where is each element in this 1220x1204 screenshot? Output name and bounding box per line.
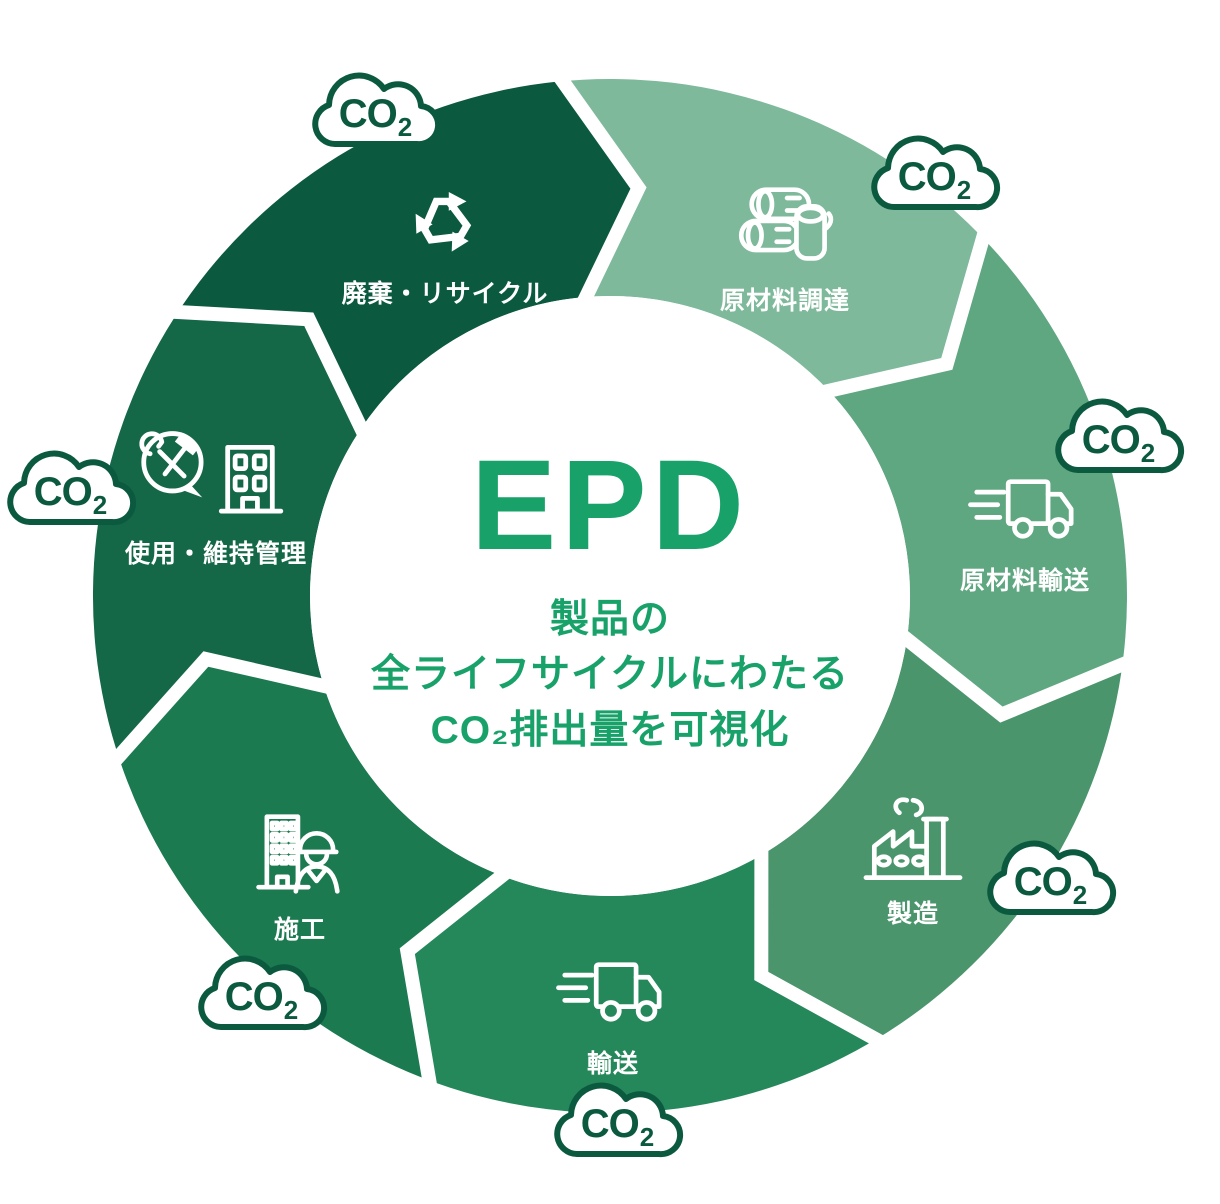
co2-cloud-label: CO 2 <box>193 949 329 1041</box>
co2-subscript: 2 <box>1140 437 1156 468</box>
co2-subscript: 2 <box>283 994 299 1025</box>
tagline-line-3: CO₂排出量を可視化 <box>430 708 790 752</box>
truck-icon <box>556 962 662 1022</box>
cloud-icon <box>871 135 1001 211</box>
recycle-icon <box>395 192 495 266</box>
co2-text: CO <box>33 469 93 514</box>
co2-subscript: 2 <box>639 1121 655 1152</box>
co2-cloud-label: CO 2 <box>307 66 443 158</box>
tagline-line-1: 製品の <box>549 597 670 641</box>
cloud-icon <box>312 72 442 148</box>
segment-label: 製造 <box>886 900 939 928</box>
segment-construction: 施工 <box>242 806 358 946</box>
segment-label: 輸送 <box>586 1050 639 1078</box>
segment-raw-material-transport: 原材料輸送 <box>960 467 1090 597</box>
segment-label: 施工 <box>273 916 326 944</box>
segment-transport: 輸送 <box>554 950 672 1080</box>
segment-gap <box>754 840 892 1053</box>
co2-cloud: CO 2 <box>549 1076 685 1168</box>
segment-disposal-recycling: 廃棄・リサイクル <box>342 166 549 310</box>
cloud-shape <box>312 72 442 148</box>
center-content: EPD 製品の 全ライフサイクルにわたる CO₂排出量を可視化 <box>310 433 910 758</box>
segment-label: 原材料輸送 <box>959 567 1091 595</box>
ring-gaps <box>104 65 1138 1096</box>
segment-gap <box>813 222 994 401</box>
cloud-shape <box>871 135 1001 211</box>
segment-manufacturing: 製造 <box>855 794 971 930</box>
co2-text: CO <box>580 1101 640 1146</box>
factory-icon <box>863 797 963 880</box>
logs-icon <box>738 187 834 261</box>
worker-building-icon <box>256 814 340 894</box>
segment-gap <box>163 304 374 445</box>
tools-bubble-building-icon <box>139 431 284 514</box>
segment-shape-0 <box>556 78 979 386</box>
co2-cloud-label: CO 2 <box>866 129 1002 221</box>
cloud-shape <box>554 1082 684 1158</box>
co2-subscript: 2 <box>397 111 413 142</box>
cloud-shape <box>987 840 1117 916</box>
co2-text: CO <box>338 91 398 136</box>
cloud-shape <box>1055 398 1185 474</box>
co2-cloud-label: CO 2 <box>982 834 1118 926</box>
co2-cloud-label: CO 2 <box>549 1076 685 1168</box>
cloud-shape <box>7 450 137 526</box>
co2-cloud: CO 2 <box>1050 392 1186 484</box>
segment-raw-material-procurement: 原材料調達 <box>720 173 850 317</box>
segment-label: 廃棄・リサイクル <box>341 280 549 308</box>
inner-disc <box>310 296 910 896</box>
segment-label: 使用・維持管理 <box>124 540 308 568</box>
co2-cloud: CO 2 <box>982 834 1118 926</box>
co2-text: CO <box>1081 417 1141 462</box>
co2-cloud: CO 2 <box>307 66 443 158</box>
cloud-icon <box>1055 398 1185 474</box>
co2-cloud: CO 2 <box>193 949 329 1041</box>
segment-shape-1 <box>823 233 1127 715</box>
co2-subscript: 2 <box>92 489 108 520</box>
segment-shape-5 <box>92 317 358 764</box>
cloud-shape <box>198 955 328 1031</box>
co2-cloud: CO 2 <box>2 444 138 536</box>
co2-subscript: 2 <box>956 174 972 205</box>
cloud-icon <box>987 840 1117 916</box>
cloud-icon <box>7 450 137 526</box>
segment-gap <box>104 651 340 772</box>
segment-label: 原材料調達 <box>719 287 851 315</box>
tagline-line-2: 全ライフサイクルにわたる <box>370 653 850 697</box>
segment-gap <box>399 861 518 1096</box>
co2-subscript: 2 <box>1072 879 1088 910</box>
cloud-icon <box>198 955 328 1031</box>
cloud-icon <box>554 1082 684 1158</box>
epd-title: EPD <box>470 433 750 577</box>
co2-text: CO <box>1013 859 1073 904</box>
co2-text: CO <box>897 154 957 199</box>
co2-cloud: CO 2 <box>866 129 1002 221</box>
segment-use-maintenance: 使用・維持管理 <box>125 424 307 570</box>
co2-cloud-label: CO 2 <box>2 444 138 536</box>
tagline: 製品の 全ライフサイクルにわたる CO₂排出量を可視化 <box>310 592 910 758</box>
segment-gap <box>891 624 1138 723</box>
segment-gap <box>548 65 647 313</box>
segment-shape-6 <box>174 81 639 435</box>
co2-cloud-label: CO 2 <box>1050 392 1186 484</box>
co2-text: CO <box>224 974 284 1019</box>
truck-icon <box>968 479 1074 539</box>
